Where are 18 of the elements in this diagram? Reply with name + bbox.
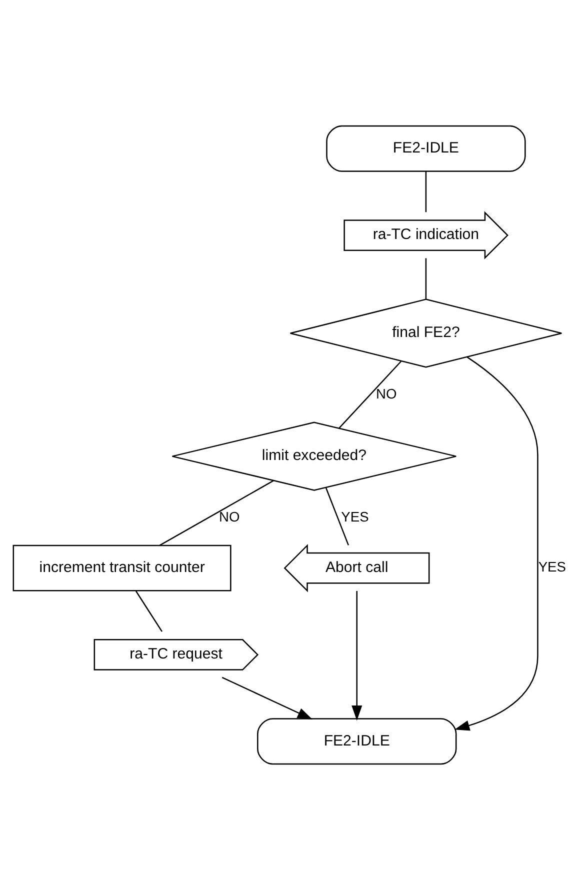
- connector: [325, 488, 349, 546]
- arrow: [352, 590, 362, 721]
- node-box: FE2-IDLE: [257, 718, 457, 765]
- connector: [425, 172, 427, 212]
- node-box: increment transit counter: [12, 544, 232, 592]
- connector: [338, 360, 402, 428]
- arrow: [454, 356, 538, 731]
- edge-label: YES: [341, 508, 369, 524]
- node-diamond: limit exceeded?: [172, 422, 457, 491]
- edge-label: NO: [219, 508, 240, 524]
- arrow: [222, 676, 313, 720]
- connector: [135, 590, 162, 632]
- node-diamond: final FE2?: [290, 298, 562, 368]
- edge-label: YES: [538, 558, 566, 575]
- connector: [159, 480, 274, 546]
- node-box: FE2-IDLE: [326, 125, 526, 172]
- edge-label: NO: [376, 385, 397, 402]
- connector: [425, 258, 427, 300]
